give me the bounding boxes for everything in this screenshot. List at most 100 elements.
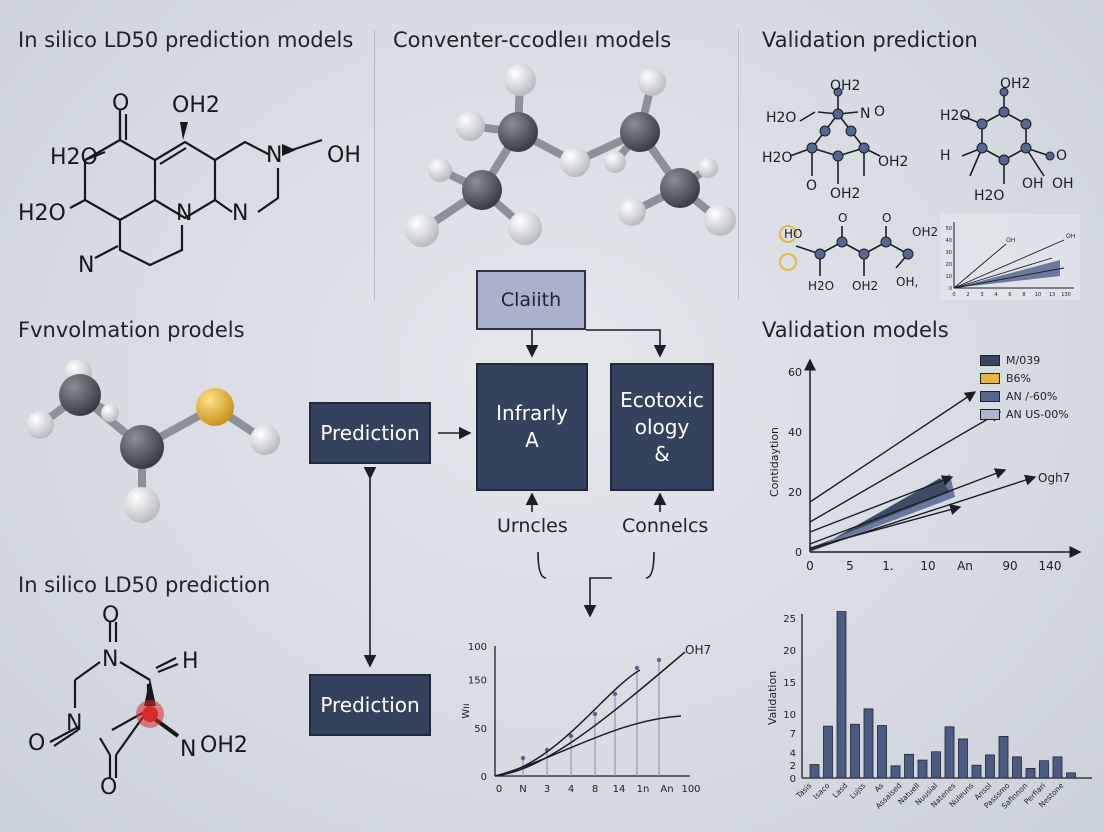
vm-chain-label-1: HO xyxy=(784,227,802,241)
molecule-structure-top-left: O OH2 H2O N OH H2O N N N xyxy=(18,91,361,278)
chart3-point-5 xyxy=(612,691,618,697)
chart3-x-tick-7: An xyxy=(660,784,673,795)
heading-top-right: Validation prediction xyxy=(762,28,978,52)
column-divider-left xyxy=(374,30,375,300)
chart3-line-2 xyxy=(494,669,641,777)
heading-top-center: Conventer-ccodleıı models xyxy=(393,28,672,52)
heading-mid-left: Fvnvolmation prodels xyxy=(18,318,245,342)
chart3-x-tick-2: 3 xyxy=(544,784,550,795)
chart2-bar-9 xyxy=(917,759,928,779)
chart1-y-tick-0: 0 xyxy=(795,546,802,559)
chart3-y-tick-1: 50 xyxy=(474,724,487,735)
chart4-y-tick-4: 40 xyxy=(946,238,952,244)
chart1-series-line-2 xyxy=(809,411,1002,523)
chart2-y-tick-0: 0 xyxy=(790,774,796,785)
chart3-y-label: Wıı xyxy=(461,703,472,718)
chart4-line-1 xyxy=(953,243,1007,289)
chart2-category-5: As xyxy=(873,781,886,794)
chart4-band xyxy=(954,260,1060,288)
vm-left-label-3: N xyxy=(860,106,870,122)
flow-label-urncles: Urncles xyxy=(497,515,568,537)
chart3-annotation: OH7 xyxy=(685,643,711,657)
flow-box-ecotoxicology[interactable]: Ecotoxic ology & xyxy=(610,363,714,491)
chart4-x-tick-8: 130 xyxy=(1061,292,1071,298)
legend-swatch-4 xyxy=(980,409,1000,420)
flow-box-prediction-top[interactable]: Prediction xyxy=(309,402,431,464)
legend-label-1: M/039 xyxy=(1006,354,1041,367)
mol2-label-6: O xyxy=(100,775,117,800)
chart2-bar-8 xyxy=(904,753,914,779)
molecule-structure-bottom-left: O N H N O O N OH2 xyxy=(28,603,248,800)
chart1-annotation: Ogh7 xyxy=(1038,471,1070,485)
chart4-line-3 xyxy=(953,257,1053,289)
flow-box-prediction-bottom[interactable]: Prediction xyxy=(309,674,431,736)
chart2-bar-18 xyxy=(1039,760,1049,779)
ecotox-line-1: Ecotoxic xyxy=(620,387,704,412)
mol2-label-8: OH2 xyxy=(200,733,248,758)
chart1-legend: M/039 B6% AN /-60% AN US-00% xyxy=(980,354,1090,434)
chart1-y-tick-60: 60 xyxy=(788,366,802,379)
chart2-y-tick-20: 20 xyxy=(783,646,796,657)
vm-left-label-4: O xyxy=(874,104,885,120)
vm-left-label-7: O xyxy=(806,178,817,194)
chart3-line-1 xyxy=(494,651,686,777)
chart3-x-tick-0: 0 xyxy=(496,784,502,795)
mol1-label-1: O xyxy=(112,91,129,116)
mol2-label-7: N xyxy=(180,737,196,762)
legend-item-4: AN US-00% xyxy=(980,408,1069,421)
chart2-bar-16 xyxy=(1012,756,1022,779)
chart2-y-tick-2: 2 xyxy=(790,761,796,772)
chart2-y-tick-15: 15 xyxy=(783,678,796,689)
chart3-y-tick-2: 150 xyxy=(468,676,487,687)
legend-label-2: B6% xyxy=(1006,372,1031,385)
ecotox-line-2: ology xyxy=(634,414,690,439)
vm-chain-label-7: OH, xyxy=(896,275,918,289)
mol1-label-3: H2O xyxy=(50,145,98,170)
chart4-y-tick-3: 30 xyxy=(946,250,952,256)
chart3-point-4 xyxy=(592,711,598,717)
chart4-line-2 xyxy=(953,239,1065,289)
validation-molecules-top-right: OH2 H2O N O H2O OH2 O OH2 OH2 H2O H O OH… xyxy=(762,76,1074,293)
chart4-x-tick-6: 10 xyxy=(1035,292,1041,298)
chart1-series-line-3 xyxy=(809,475,954,533)
chart1-series-line-1 xyxy=(809,391,977,503)
chart2-bar-6 xyxy=(877,725,887,779)
chart2-y-label: Validation xyxy=(766,671,779,725)
chart2-bar-13 xyxy=(971,764,982,779)
chart1-x-tick-1: 5 xyxy=(846,559,854,573)
chart2-bar-1 xyxy=(809,764,820,779)
vm-chain-label-3: O xyxy=(882,211,891,225)
flow-box-claith[interactable]: Claiith xyxy=(476,270,586,330)
chart1-series-line-4 xyxy=(809,468,1007,545)
chart3-point-7 xyxy=(656,657,662,663)
chart4-label-1: OH xyxy=(1006,237,1015,244)
chart2-bar-11 xyxy=(944,726,955,779)
vm-right-label-4: O xyxy=(1056,148,1067,164)
chart2-category-4: Lujss xyxy=(848,781,868,801)
chart4-x-tick-1: 2 xyxy=(966,292,969,298)
chart4-x-tick-3: 4 xyxy=(994,292,997,298)
chart1-band-2 xyxy=(810,478,950,552)
legend-item-1: M/039 xyxy=(980,354,1040,367)
vm-left-label-8: OH2 xyxy=(830,186,860,202)
mol1-label-6: H2O xyxy=(18,201,66,226)
vm-right-label-5: OH xyxy=(1052,176,1074,192)
flow-box-infrarly[interactable]: Infrarly A xyxy=(476,363,588,491)
chart1-x-tick-4: An xyxy=(957,559,973,573)
chart3-x-tick-5: 14 xyxy=(613,784,626,795)
chart1-series-line-6 xyxy=(809,504,962,549)
chart4-y-tick-5: 50 xyxy=(946,226,952,232)
heading-bottom-left: In silico LD50 prediction xyxy=(18,573,271,597)
mol1-label-4: N xyxy=(266,143,282,168)
mol1-label-n-bottom: N xyxy=(78,253,94,278)
mol2-label-2: N xyxy=(102,647,118,672)
legend-item-3: AN /-60% xyxy=(980,390,1057,403)
legend-swatch-2 xyxy=(980,373,1000,384)
chart1-y-tick-20: 20 xyxy=(788,486,802,499)
legend-label-4: AN US-00% xyxy=(1006,408,1069,421)
mol1-label-7: N xyxy=(176,201,192,226)
chart2-y-tick-10: 10 xyxy=(783,710,796,721)
